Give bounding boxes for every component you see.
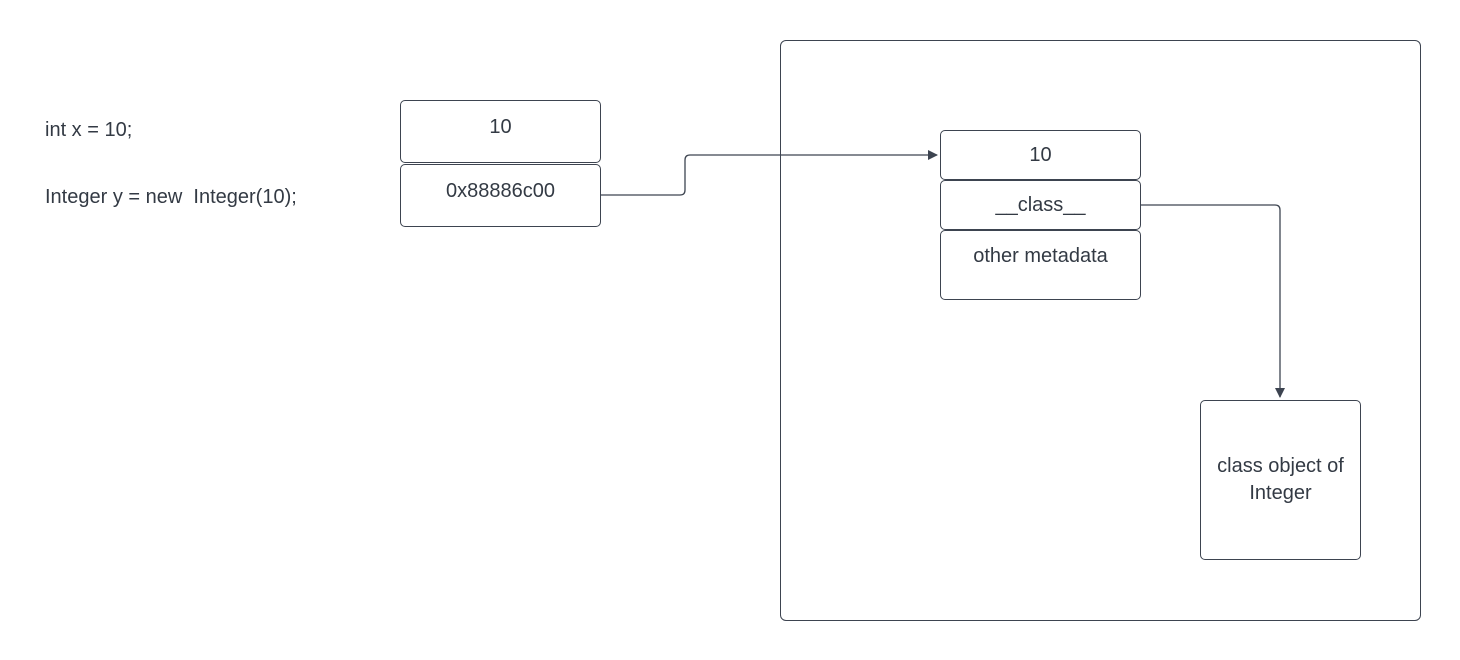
object-metadata-text: other metadata bbox=[973, 245, 1108, 267]
object-class-text: __class__ bbox=[995, 193, 1086, 216]
stack-reference-cell: 0x88886c00 bbox=[400, 164, 601, 227]
object-metadata-field: other metadata bbox=[940, 230, 1141, 300]
object-value-text: 10 bbox=[1029, 143, 1052, 166]
stack-value-text: 10 bbox=[489, 116, 512, 138]
object-value-field: 10 bbox=[940, 130, 1141, 180]
stack-reference-text: 0x88886c00 bbox=[446, 180, 555, 202]
code-line-int-declaration: int x = 10; bbox=[45, 119, 133, 141]
code-line-integer-declaration: Integer y = new Integer(10); bbox=[45, 186, 297, 208]
stack-value-cell: 10 bbox=[400, 100, 601, 163]
class-object-text: class object of Integer bbox=[1217, 455, 1344, 504]
object-class-field: __class__ bbox=[940, 180, 1141, 230]
reference-arrow bbox=[601, 150, 938, 196]
class-object-box: class object of Integer bbox=[1200, 400, 1361, 560]
class-pointer-arrow bbox=[1141, 204, 1285, 398]
